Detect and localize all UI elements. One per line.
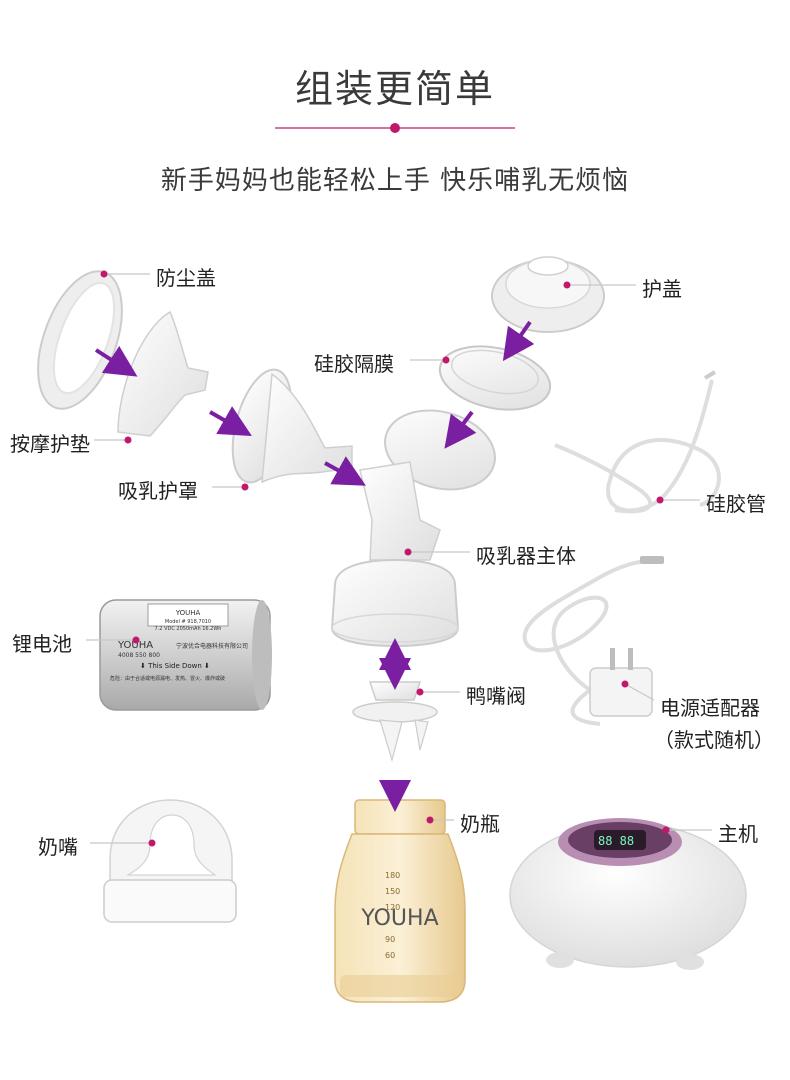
label-silicone-diaphragm: 硅胶隔膜 <box>314 352 394 376</box>
label-duckbill-valve: 鸭嘴阀 <box>466 684 526 708</box>
label-dust-cap: 防尘盖 <box>156 266 216 290</box>
page-subtitle: 新手妈妈也能轻松上手 快乐哺乳无烦恼 <box>160 166 630 196</box>
dust-cap-image <box>37 270 123 410</box>
bottle-mark-60: 60 <box>385 951 395 960</box>
leader-dots <box>100 270 670 847</box>
battery-brand: YOUHA <box>175 609 201 617</box>
protective-cover-image <box>491 256 605 333</box>
battery-warning: 危险：由于合适或电源漏电、发热、冒火、爆炸或破 <box>110 675 225 682</box>
title-divider <box>275 123 515 133</box>
arrow-diaphragm-to-body <box>444 410 477 449</box>
label-power-adapter: 电源适配器 <box>660 696 760 720</box>
label-nipple: 奶嘴 <box>38 835 78 859</box>
arrow-cover-to-diaphragm <box>502 320 535 362</box>
label-adapter-note: （款式随机） <box>654 728 774 752</box>
nipple-image <box>103 799 237 923</box>
silicone-diaphragm-image <box>438 345 552 411</box>
silicone-tube-image <box>554 370 721 514</box>
label-breast-shield: 吸乳护罩 <box>118 479 198 503</box>
arrow-shield-to-body <box>324 456 366 486</box>
power-adapter-image <box>522 556 664 726</box>
breast-shield-image <box>231 368 353 484</box>
arrow-pad-to-shield <box>209 406 252 436</box>
bottle-mark-120: 120 <box>385 903 400 912</box>
label-lithium-battery: 锂电池 <box>12 632 72 656</box>
leader-lines <box>86 273 712 844</box>
battery-side-text: ⬇ This Side Down ⬇ <box>140 662 210 670</box>
battery-company: 宁波优合电器科技有限公司 <box>176 642 248 650</box>
battery-image <box>99 599 272 711</box>
duckbill-valve-image <box>352 681 438 763</box>
assembly-arrows <box>94 320 535 812</box>
bottle-mark-90: 90 <box>385 935 395 944</box>
pump-body-image <box>330 409 496 648</box>
label-pump-body: 吸乳器主体 <box>476 544 576 568</box>
bottle-mark-180: 180 <box>385 871 400 880</box>
bottle-brand: YOUHA <box>360 906 438 931</box>
battery-logo: YOUHA <box>117 640 153 651</box>
label-massage-pad: 按摩护垫 <box>10 432 90 456</box>
label-silicone-tube: 硅胶管 <box>706 492 766 516</box>
battery-phone: 4008 550 800 <box>118 652 160 659</box>
battery-spec: 7.2 VDC 2050mAh 16.2Wh <box>155 626 222 632</box>
label-bottle: 奶瓶 <box>460 812 500 836</box>
battery-model: Model # 918,7010 <box>165 619 211 625</box>
label-protective-cover: 护盖 <box>642 277 682 301</box>
arrow-dustcap-to-pad <box>94 345 138 377</box>
page-title: 组装更简单 <box>294 67 495 111</box>
main-unit-image: 88 88 <box>509 818 747 970</box>
bottle-image <box>334 799 466 1003</box>
massage-pad-image <box>117 310 209 437</box>
label-main-unit: 主机 <box>718 822 758 846</box>
display-digits-icon: 88 88 <box>598 834 634 848</box>
bottle-mark-150: 150 <box>385 887 400 896</box>
